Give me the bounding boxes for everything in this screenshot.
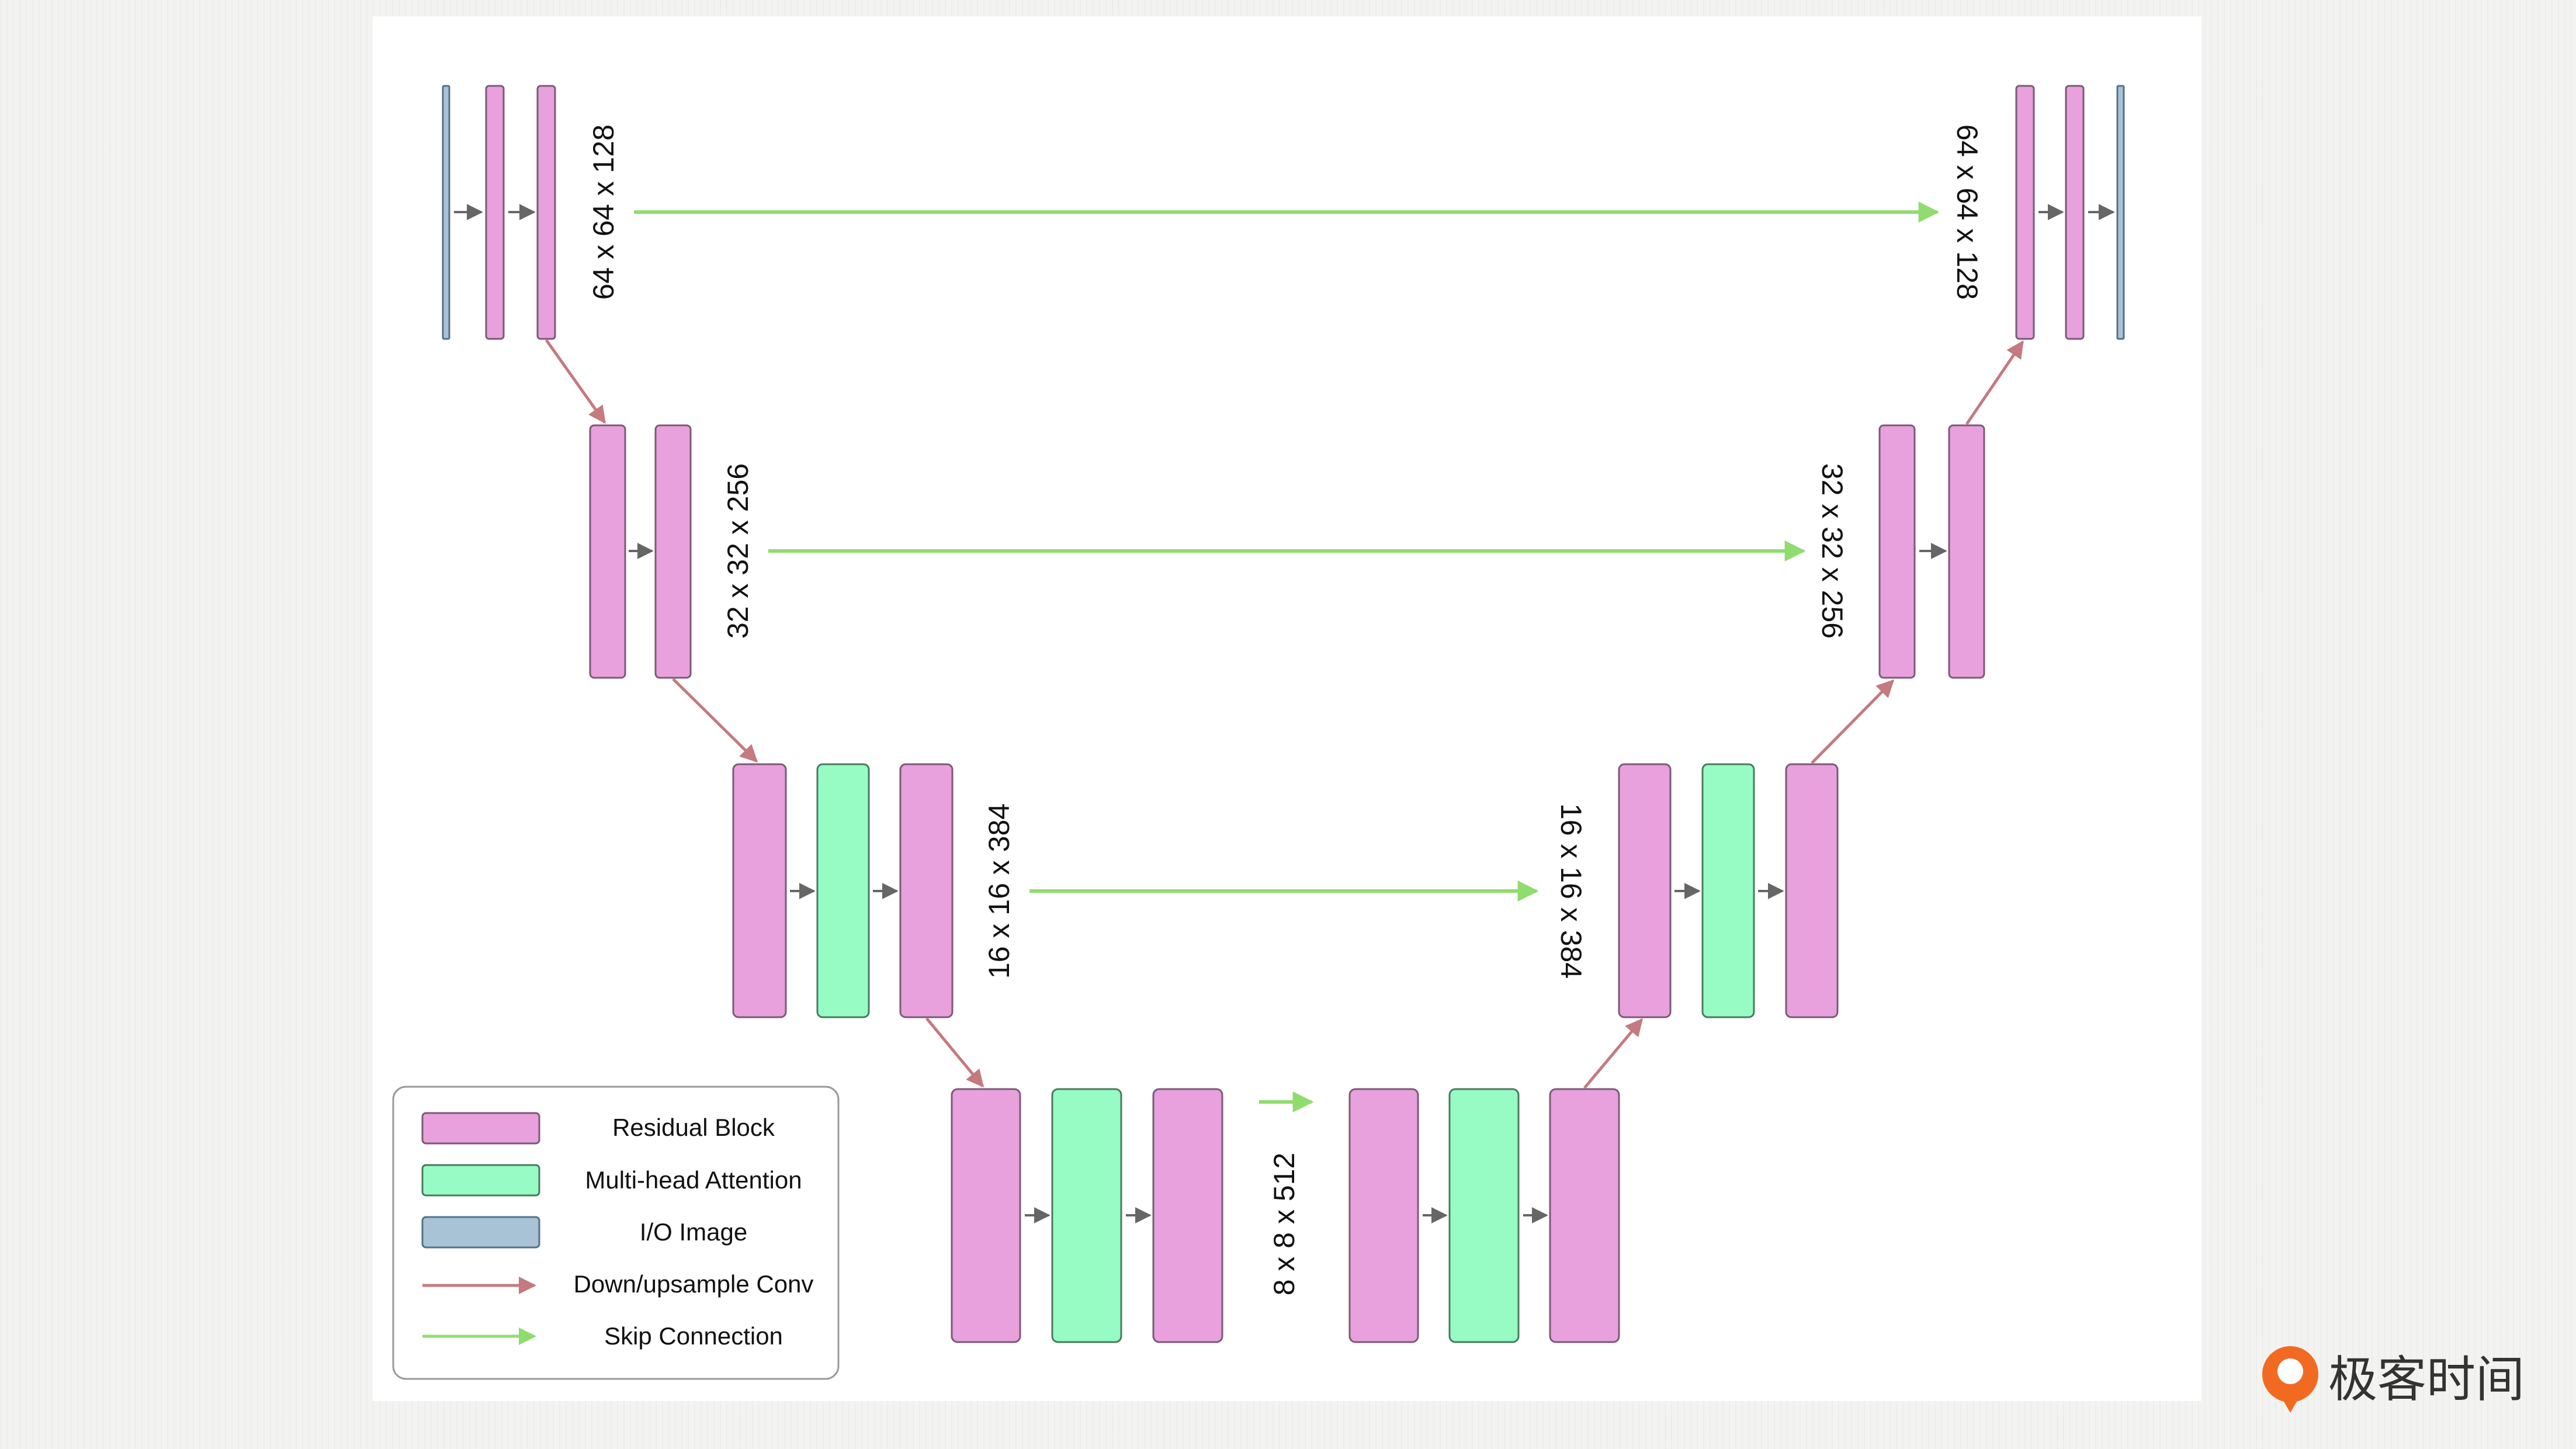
attention-block-mid-1 <box>1051 1088 1122 1343</box>
io-image-block-output <box>2116 85 2125 340</box>
downsample-arrow-16-8 <box>925 1017 984 1088</box>
legend-label-io: I/O Image <box>640 1218 747 1246</box>
shape-label-dec-64: 64 x 64 x 128 <box>1951 124 1984 300</box>
upsample-arrow-16-32 <box>1811 679 1895 764</box>
residual-block-dec-16-2 <box>1785 763 1839 1018</box>
residual-block-enc-16-1 <box>732 763 787 1018</box>
legend-swatch-attention <box>421 1164 540 1197</box>
residual-block-dec-16-1 <box>1618 763 1672 1018</box>
upsample-arrow-32-64 <box>1965 340 2024 425</box>
attention-block-enc-16 <box>816 763 870 1018</box>
upsample-arrow-8-16 <box>1583 1018 1643 1089</box>
residual-block-mid-1 <box>951 1088 1021 1343</box>
brand-logo: 极客时间 <box>2262 1346 2525 1413</box>
shape-label-dec-32: 32 x 32 x 256 <box>1816 463 1849 639</box>
shape-label-enc-64: 64 x 64 x 128 <box>587 124 620 300</box>
residual-block-dec-32-2 <box>1948 424 1985 679</box>
residual-block-mid-4 <box>1549 1088 1620 1343</box>
downsample-arrow-32-16 <box>672 678 758 763</box>
io-image-block-input <box>442 85 450 340</box>
residual-block-dec-64-2 <box>2065 85 2085 340</box>
residual-block-enc-64-1 <box>485 85 505 340</box>
shape-label-dec-16: 16 x 16 x 384 <box>1555 803 1587 979</box>
attention-block-dec-16 <box>1701 763 1755 1018</box>
legend-label-residual: Residual Block <box>612 1114 775 1141</box>
shape-label-mid-8: 8 x 8 x 512 <box>1268 1153 1301 1296</box>
residual-block-enc-32-2 <box>654 424 692 679</box>
legend-swatch-io <box>421 1216 540 1249</box>
legend-label-attention: Multi-head Attention <box>585 1166 802 1194</box>
legend-label-skip: Skip Connection <box>604 1322 783 1350</box>
shape-label-enc-16: 16 x 16 x 384 <box>983 803 1015 979</box>
legend: Residual Block Multi-head Attention I/O … <box>392 1086 840 1380</box>
legend-swatch-residual <box>421 1112 540 1145</box>
shape-label-enc-32: 32 x 32 x 256 <box>722 463 754 639</box>
geektime-logo-icon <box>2262 1346 2318 1413</box>
residual-block-dec-64-1 <box>2015 85 2035 340</box>
residual-block-dec-32-1 <box>1878 424 1916 679</box>
legend-label-downup: Down/upsample Conv <box>574 1270 814 1298</box>
downsample-arrow-64-32 <box>545 339 606 424</box>
legend-box <box>392 1086 840 1380</box>
brand-name: 极客时间 <box>2328 1351 2525 1408</box>
residual-block-enc-64-2 <box>536 85 556 340</box>
residual-block-enc-32-1 <box>589 424 626 679</box>
residual-block-mid-2 <box>1152 1088 1223 1343</box>
residual-block-enc-16-2 <box>899 763 954 1018</box>
residual-block-mid-3 <box>1348 1088 1419 1343</box>
attention-block-mid-2 <box>1448 1088 1520 1343</box>
